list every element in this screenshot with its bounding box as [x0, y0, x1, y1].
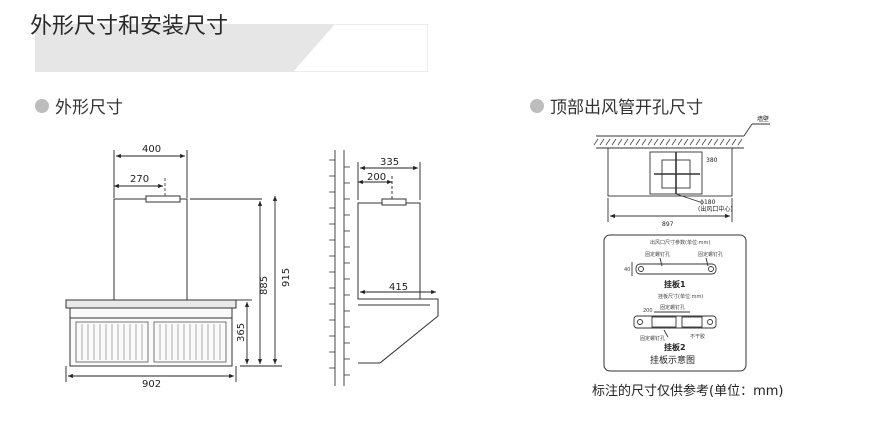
plate1-left-label: 固定螺钉孔 — [645, 251, 670, 258]
banner-title: 外形尺寸和安装尺寸 — [30, 14, 229, 39]
front-dim-hood-height: 365 — [236, 323, 247, 342]
side-dim-depth: 415 — [389, 282, 408, 293]
plate2-dim: 200 — [643, 308, 653, 314]
plate1-side-dim: 40 — [624, 267, 630, 273]
top-dim-width: 897 — [662, 221, 674, 228]
top-wall-label: 墙壁 — [757, 115, 769, 123]
plate-caption-top: 出风口尺寸参数(单位:mm) — [650, 239, 710, 246]
plate1-right-label: 固定螺钉孔 — [698, 251, 723, 258]
plate1-name: 挂板1 — [664, 279, 686, 289]
front-dim-body-height: 885 — [259, 276, 270, 295]
dimension-note: 标注的尺寸仅供参考(单位：mm) — [592, 384, 784, 399]
bullet-icon — [530, 98, 544, 113]
heading-appearance-label: 外形尺寸 — [55, 98, 123, 118]
front-dim-top: 400 — [142, 144, 161, 155]
plate2-name: 挂板2 — [664, 342, 686, 352]
top-dim-hole: 380 — [706, 157, 718, 164]
side-dim-chimney: 200 — [367, 172, 386, 183]
heading-duct-hole-label: 顶部出风管开孔尺寸 — [550, 98, 703, 118]
heading-duct-hole: 顶部出风管开孔尺寸 — [530, 93, 703, 118]
plate2-top-label: 固定螺钉孔 — [660, 304, 685, 311]
bullet-icon — [35, 98, 49, 113]
plate2-caption: 挂板尺寸(单位:mm) — [658, 293, 703, 300]
top-dim-duct: ϕ180 — [700, 199, 716, 206]
front-dim-total-height: 915 — [281, 268, 292, 287]
front-dim-width: 902 — [142, 379, 161, 390]
section-banner — [35, 24, 428, 72]
plate2-right-label: 不干胶 — [690, 333, 705, 340]
heading-appearance: 外形尺寸 — [35, 93, 123, 118]
top-dim-duct-note: (出风口中心) — [698, 205, 733, 213]
side-dim-top: 335 — [380, 157, 399, 168]
front-dim-chimney: 270 — [130, 174, 149, 185]
plate2-bottom-label: 固定螺钉孔 — [640, 335, 665, 342]
plate-diagram-title: 挂板示意图 — [650, 354, 695, 366]
